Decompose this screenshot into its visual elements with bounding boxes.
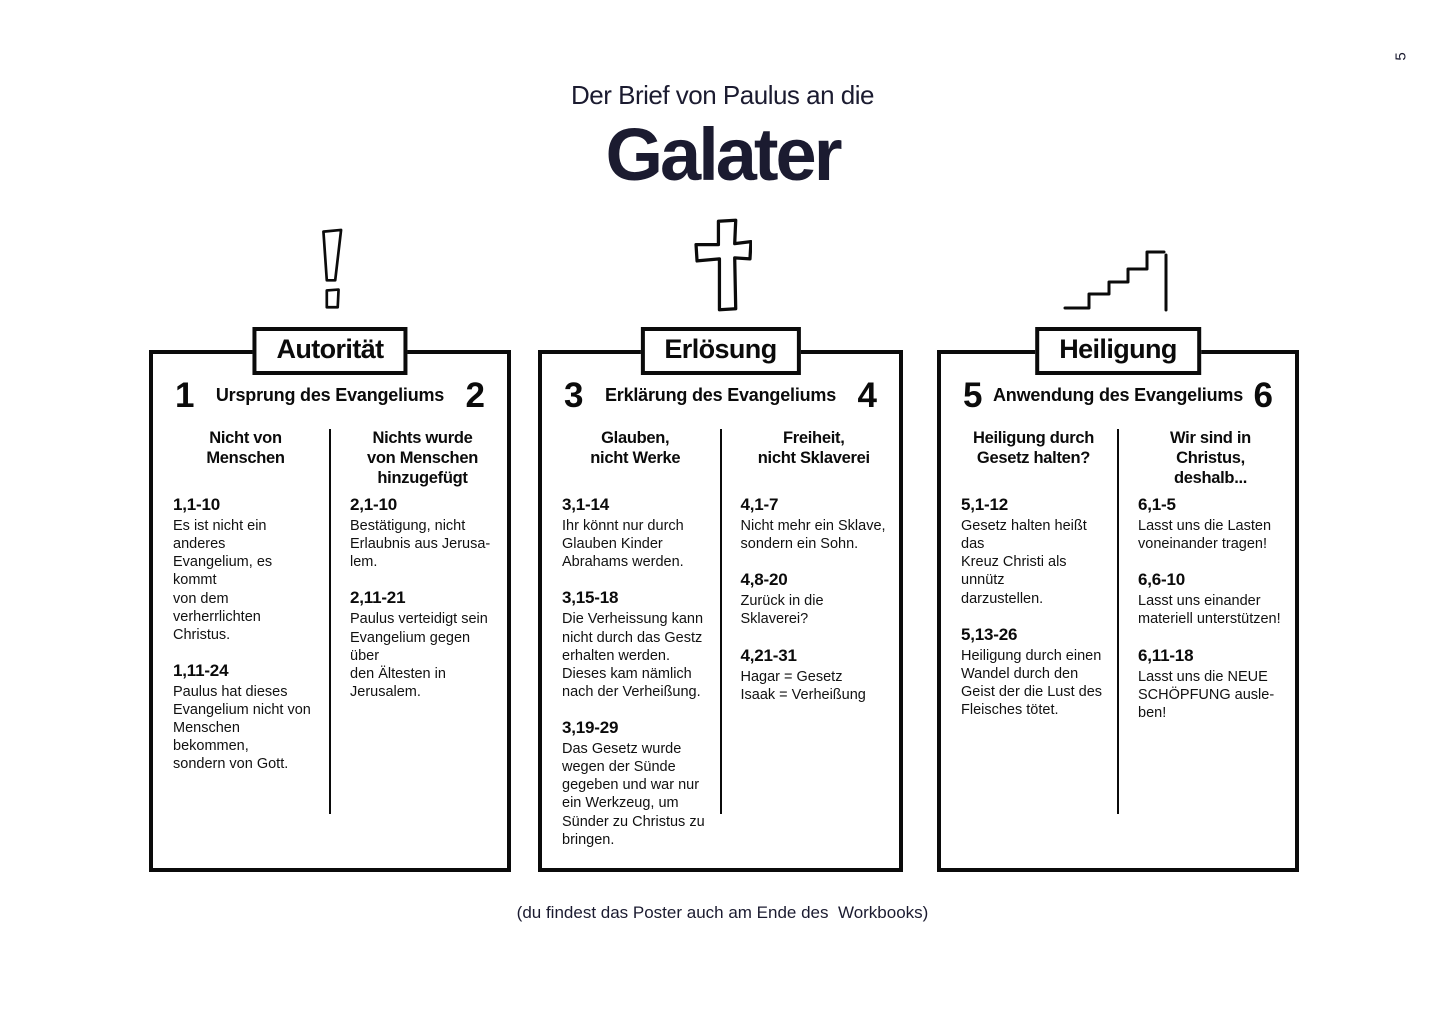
verse-ref: 4,21-31 xyxy=(740,645,797,665)
entry: 2,11-21 Paulus verteidigt sein Evangeliu… xyxy=(350,588,495,701)
chapter-number-left: 5 xyxy=(963,376,983,415)
column-right: Nichts wurde von Menschen hinzugefügt 2,… xyxy=(330,429,507,791)
verse-summary: Die Verheissung kann nicht durch das Ges… xyxy=(562,611,704,700)
exclamation-icon xyxy=(310,222,352,316)
stairs-icon xyxy=(1062,248,1170,312)
verse-ref: 1,11-24 xyxy=(173,660,229,680)
verse-summary: Es ist nicht ein anderes Evangelium, es … xyxy=(173,518,273,643)
verse-ref: 2,1-10 xyxy=(350,495,398,514)
footer-note: (du findest das Poster auch am Ende des … xyxy=(516,903,929,922)
column-left: Glauben, nicht Werke 3,1-14 Ihr könnt nu… xyxy=(542,429,721,866)
verse-ref: 3,19-29 xyxy=(562,718,619,737)
chapter-number-right: 4 xyxy=(857,376,877,415)
chapter-row: 5 Anwendung des Evangeliums 6 xyxy=(941,354,1295,413)
column-right: Freiheit, nicht Sklaverei 4,1-7 Nicht me… xyxy=(721,429,900,866)
column-subtitle: Nicht von Menschen xyxy=(206,429,285,467)
verse-summary: Hagar = Gesetz Isaak = Verheißung xyxy=(740,668,866,703)
verse-summary: Das Gesetz wurde wegen der Sünde gegeben… xyxy=(562,741,705,848)
entry: 3,15-18 Die Verheissung kann nicht durch… xyxy=(562,588,709,701)
section-heiligung: Heiligung 5 Anwendung des Evangeliums 6 … xyxy=(937,327,1299,872)
verse-summary: Gesetz halten heißt das Kreuz Christi al… xyxy=(961,518,1087,607)
verse-ref: 3,1-14 xyxy=(562,495,610,514)
section-erloesung: Erlösung 3 Erklärung des Evangeliums 4 G… xyxy=(538,327,903,872)
page-subtitle: Der Brief von Paulus an die xyxy=(570,80,875,110)
chapter-row: 3 Erklärung des Evangeliums 4 xyxy=(542,354,899,413)
verse-summary: Paulus hat dieses Evangelium nicht von M… xyxy=(173,683,311,773)
page-number: 5 xyxy=(1392,52,1410,61)
verse-ref: 4,8-20 xyxy=(740,570,788,590)
column-subtitle: Freiheit, nicht Sklaverei xyxy=(757,429,870,467)
section-heading: Erklärung des Evangeliums xyxy=(604,385,837,405)
entry: 4,21-31 Hagar = Gesetz Isaak = Verheißun… xyxy=(741,646,888,704)
entry: 1,1-10 Es ist nicht ein anderes Evangeli… xyxy=(173,495,318,644)
verse-summary: Ihr könnt nur durch Glauben Kinder Abrah… xyxy=(562,518,684,571)
column-subtitle: Wir sind in Christus, deshalb... xyxy=(1170,429,1251,487)
column-left: Nicht von Menschen 1,1-10 Es ist nicht e… xyxy=(153,429,330,791)
verse-ref: 5,1-12 xyxy=(961,495,1009,514)
columns: Glauben, nicht Werke 3,1-14 Ihr könnt nu… xyxy=(542,429,899,866)
section-label: Heiligung xyxy=(1035,327,1201,375)
section-heading: Ursprung des Evangeliums xyxy=(215,385,445,405)
verse-ref: 4,1-7 xyxy=(740,495,779,514)
verse-summary: Lasst uns die NEUE SCHÖPFUNG ausle- ben! xyxy=(1138,668,1275,721)
column-divider xyxy=(719,429,722,814)
column-subtitle: Heiligung durch Gesetz halten? xyxy=(972,429,1095,467)
verse-summary: Heiligung durch einen Wandel durch den G… xyxy=(961,647,1103,718)
verse-ref: 5,13-26 xyxy=(961,624,1018,644)
chapter-row: 1 Ursprung des Evangeliums 2 xyxy=(153,354,507,413)
column-divider xyxy=(329,429,331,814)
column-subtitle: Glauben, nicht Werke xyxy=(590,429,681,467)
entry: 2,1-10 Bestätigung, nicht Erlaubnis aus … xyxy=(350,495,495,571)
verse-summary: Nicht mehr ein Sklave, sondern ein Sohn. xyxy=(740,518,886,553)
verse-ref: 6,1-5 xyxy=(1138,495,1176,514)
column-right: Wir sind in Christus, deshalb... 6,1-5 L… xyxy=(1118,429,1295,739)
verse-summary: Zurück in die Sklaverei? xyxy=(740,593,824,628)
section-label: Erlösung xyxy=(640,327,801,375)
verse-ref: 6,6-10 xyxy=(1138,570,1186,590)
column-left: Heiligung durch Gesetz halten? 5,1-12 Ge… xyxy=(941,429,1118,739)
verse-ref: 1,1-10 xyxy=(173,495,221,514)
entry: 6,1-5 Lasst uns die Lasten voneinander t… xyxy=(1138,495,1283,553)
column-divider xyxy=(1117,429,1119,814)
entry: 5,13-26 Heiligung durch einen Wandel dur… xyxy=(961,625,1106,720)
verse-ref: 2,11-21 xyxy=(350,588,406,608)
verse-ref: 3,15-18 xyxy=(562,588,619,608)
verse-summary: Paulus verteidigt sein Evangelium gegen … xyxy=(350,611,488,700)
chapter-number-right: 2 xyxy=(465,376,485,415)
section-autoritaet: Autorität 1 Ursprung des Evangeliums 2 N… xyxy=(149,327,511,872)
columns: Heiligung durch Gesetz halten? 5,1-12 Ge… xyxy=(941,429,1295,814)
chapter-number-left: 1 xyxy=(175,376,195,415)
chapter-number-left: 3 xyxy=(564,376,584,415)
entry: 3,1-14 Ihr könnt nur durch Glauben Kinde… xyxy=(562,495,709,571)
columns: Nicht von Menschen 1,1-10 Es ist nicht e… xyxy=(153,429,507,814)
entry: 6,6-10 Lasst uns einander materiell unte… xyxy=(1138,570,1283,628)
column-subtitle: Nichts wurde von Menschen hinzugefügt xyxy=(366,429,478,487)
entry: 4,8-20 Zurück in die Sklaverei? xyxy=(741,570,888,628)
page-title: Galater xyxy=(605,113,842,196)
verse-summary: Bestätigung, nicht Erlaubnis aus Jerusa-… xyxy=(350,518,491,571)
chapter-number-right: 6 xyxy=(1253,376,1273,415)
section-heading: Anwendung des Evangeliums xyxy=(992,385,1244,405)
entry: 4,1-7 Nicht mehr ein Sklave, sondern ein… xyxy=(741,495,888,553)
entry: 3,19-29 Das Gesetz wurde wegen der Sünde… xyxy=(562,718,709,849)
section-label: Autorität xyxy=(252,327,408,375)
entry: 5,1-12 Gesetz halten heißt das Kreuz Chr… xyxy=(961,495,1106,608)
verse-ref: 6,11-18 xyxy=(1138,645,1194,665)
verse-summary: Lasst uns einander materiell unterstütze… xyxy=(1138,593,1281,628)
verse-summary: Lasst uns die Lasten voneinander tragen! xyxy=(1138,518,1272,553)
entry: 6,11-18 Lasst uns die NEUE SCHÖPFUNG aus… xyxy=(1138,646,1283,722)
entry: 1,11-24 Paulus hat dieses Evangelium nic… xyxy=(173,661,318,774)
cross-icon xyxy=(694,217,752,313)
